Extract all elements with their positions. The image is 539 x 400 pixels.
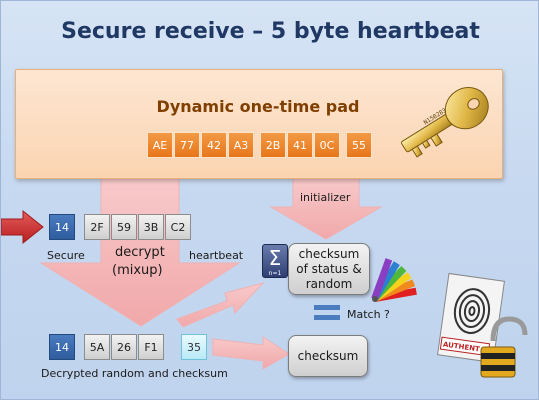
- checksum-status-box: checksum of status & random: [288, 243, 370, 295]
- pad-byte: 55: [346, 132, 372, 158]
- initializer-label: initializer: [300, 191, 351, 204]
- initializer-arrow: [269, 176, 383, 240]
- authentication-icon: AUTHENT: [437, 272, 528, 378]
- decrypted-checksum-byte: 35: [181, 334, 207, 360]
- checksum-arrow: [212, 336, 290, 370]
- checksum-status-line3: random: [305, 277, 353, 291]
- decrypted-random-byte: 26: [111, 334, 137, 360]
- received-heartbeat-byte: 2F: [84, 214, 110, 240]
- pad-byte: 2B: [260, 132, 286, 158]
- pad-byte: 77: [174, 132, 200, 158]
- page-title: Secure receive – 5 byte heartbeat: [61, 19, 480, 44]
- pad-byte: 0C: [314, 132, 340, 158]
- decrypt-label: decrypt: [115, 245, 165, 260]
- one-time-pad-panel: [15, 69, 503, 179]
- checksum-status-line2: of status &: [296, 262, 362, 276]
- decrypted-random-byte: F1: [138, 334, 164, 360]
- pad-title: Dynamic one-time pad: [156, 97, 360, 116]
- match-equals-top: [314, 305, 340, 310]
- checksum-box: checksum: [288, 335, 368, 377]
- received-heartbeat-byte: C2: [165, 214, 191, 240]
- decrypt-sublabel: (mixup): [112, 263, 163, 278]
- key-icon: N150283: [401, 87, 489, 158]
- incoming-arrow: [1, 209, 44, 245]
- diagonal-arrow: [176, 282, 265, 328]
- decrypted-label: Decrypted random and checksum: [41, 367, 228, 380]
- match-equals-bottom: [314, 315, 340, 320]
- pad-byte: 42: [201, 132, 227, 158]
- received-heartbeat-byte: 59: [111, 214, 137, 240]
- secure-label: Secure: [47, 249, 85, 262]
- color-swatch-icon: [371, 258, 417, 302]
- checksum-status-line1: checksum: [298, 247, 360, 261]
- decrypted-secure-byte: 14: [49, 334, 75, 360]
- pad-byte: AE: [147, 132, 173, 158]
- pad-byte: 41: [287, 132, 313, 158]
- received-heartbeat-byte: 3B: [138, 214, 164, 240]
- heartbeat-label: heartbeat: [189, 249, 244, 262]
- pad-byte: A3: [228, 132, 254, 158]
- received-secure-byte: 14: [49, 214, 75, 240]
- decrypted-random-byte: 5A: [84, 334, 110, 360]
- decrypt-arrow: [39, 176, 241, 327]
- match-label: Match ?: [347, 308, 390, 321]
